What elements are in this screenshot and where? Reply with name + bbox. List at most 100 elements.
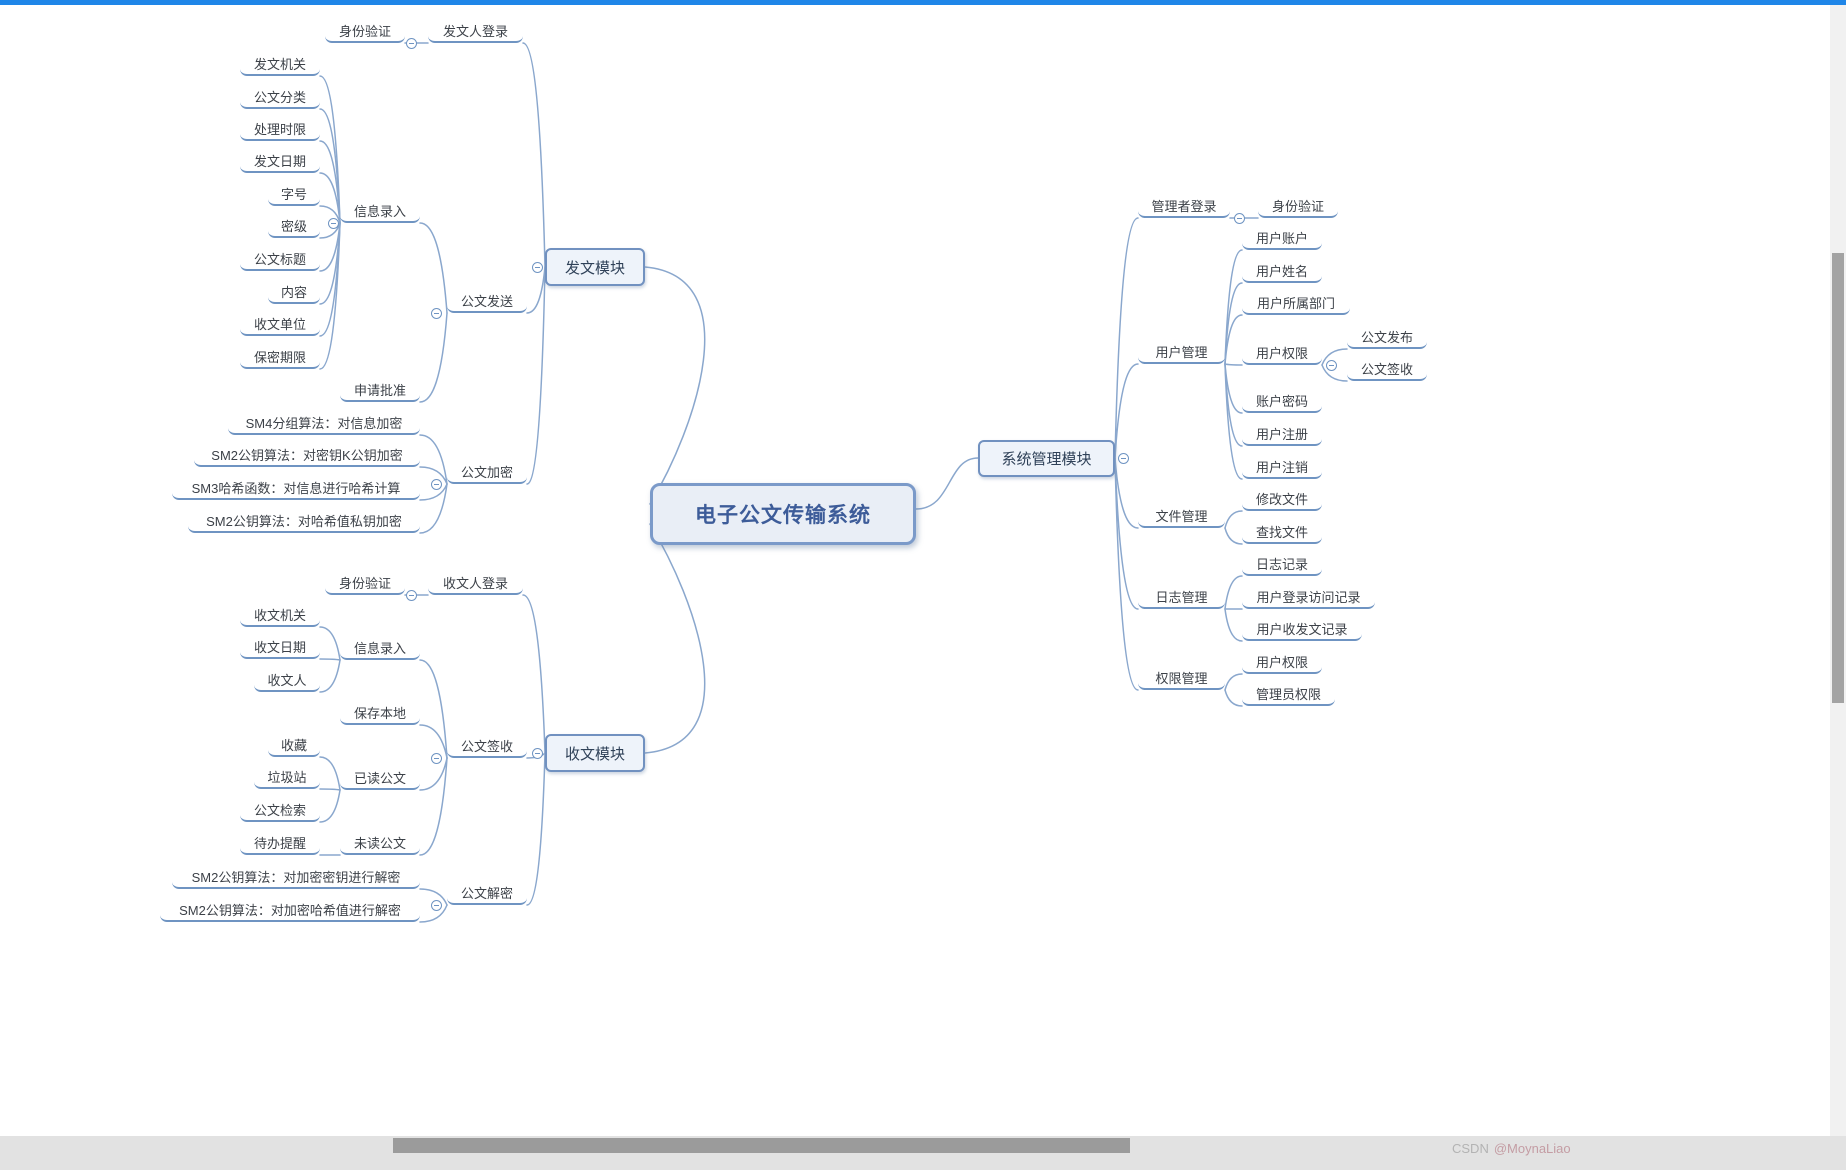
connector-sw_info-sw_person	[319, 659, 341, 693]
collapse-button-sw_dec[interactable]	[430, 899, 442, 911]
subtopic-fw_class[interactable]: 公文分类	[240, 87, 320, 109]
subtopic-fw_unit[interactable]: 收文单位	[240, 314, 320, 336]
connector-fw_send-fw_info	[419, 222, 448, 314]
subtopic-sw_dec[interactable]: 公文解密	[447, 883, 527, 905]
subtopic-sys_user[interactable]: 用户管理	[1138, 342, 1225, 364]
subtopic-l_rec[interactable]: 日志记录	[1242, 554, 1322, 576]
subtopic-sw_unread[interactable]: 未读公文	[340, 833, 420, 855]
main-topic-sys[interactable]: 系统管理模块	[978, 440, 1115, 477]
minus-icon	[433, 483, 439, 485]
subtopic-u_pwd[interactable]: 账户密码	[1242, 391, 1322, 413]
subtopic-fw_title[interactable]: 公文标题	[240, 249, 320, 271]
subtopic-u_reg[interactable]: 用户注册	[1242, 424, 1322, 446]
main-topic-sw[interactable]: 收文模块	[545, 734, 645, 772]
subtopic-sys_file[interactable]: 文件管理	[1138, 506, 1225, 528]
subtopic-sys_perm[interactable]: 权限管理	[1138, 668, 1225, 690]
subtopic-sw_trash[interactable]: 垃圾站	[254, 767, 320, 789]
subtopic-fw_content[interactable]: 内容	[268, 282, 320, 304]
subtopic-fw_size[interactable]: 字号	[268, 184, 320, 206]
subtopic-fw_limit[interactable]: 处理时限	[240, 119, 320, 141]
subtopic-u_pub[interactable]: 公文发布	[1347, 327, 1427, 349]
subtopic-sw_date[interactable]: 收文日期	[240, 637, 320, 659]
connector-sw_sign-sw_info	[419, 659, 448, 759]
subtopic-fw_org[interactable]: 发文机关	[240, 54, 320, 76]
subtopic-l_sendrecv[interactable]: 用户收发文记录	[1242, 619, 1362, 641]
main-topic-fw[interactable]: 发文模块	[545, 248, 645, 286]
vertical-scrollbar-track[interactable]	[1830, 5, 1846, 1136]
subtopic-u_perm[interactable]: 用户权限	[1242, 343, 1322, 365]
subtopic-sw_person[interactable]: 收文人	[254, 670, 320, 692]
subtopic-sw_idv[interactable]: 身份验证	[325, 573, 405, 595]
subtopic-u_sign[interactable]: 公文签收	[1347, 359, 1427, 381]
subtopic-l_login[interactable]: 用户登录访问记录	[1242, 587, 1375, 609]
subtopic-sys_log[interactable]: 日志管理	[1138, 587, 1225, 609]
collapse-button-fw_login[interactable]	[405, 37, 417, 49]
collapse-button-sw_sign[interactable]	[430, 752, 442, 764]
minus-icon	[408, 594, 414, 596]
subtopic-sw_sign[interactable]: 公文签收	[447, 736, 527, 758]
vertical-scrollbar-thumb[interactable]	[1832, 253, 1844, 703]
minus-icon	[408, 42, 414, 44]
subtopic-sw_save[interactable]: 保存本地	[340, 703, 420, 725]
subtopic-u_name[interactable]: 用户姓名	[1242, 261, 1322, 283]
collapse-button-sw[interactable]	[531, 747, 543, 759]
subtopic-u_unreg[interactable]: 用户注销	[1242, 457, 1322, 479]
collapse-button-fw_send[interactable]	[430, 307, 442, 319]
subtopic-fw_date[interactable]: 发文日期	[240, 151, 320, 173]
collapse-button-sw_login[interactable]	[405, 589, 417, 601]
collapse-button-fw_info[interactable]	[327, 217, 339, 229]
connector-sys_user-u_unreg	[1224, 363, 1243, 480]
horizontal-scrollbar-track[interactable]: CSDN@MoynaLiao	[0, 1136, 1846, 1170]
connector-sys-sys_file	[1114, 457, 1139, 529]
subtopic-enc2[interactable]: SM2公钥算法：对密钥K公钥加密	[194, 445, 420, 467]
connector-sys-sys_user	[1114, 363, 1139, 460]
watermark: CSDN@MoynaLiao	[1452, 1141, 1571, 1156]
minus-icon	[1328, 364, 1334, 366]
subtopic-p_user[interactable]: 用户权限	[1242, 652, 1322, 674]
subtopic-fw_approve[interactable]: 申请批准	[340, 380, 420, 402]
subtopic-enc3[interactable]: SM3哈希函数：对信息进行哈希计算	[172, 478, 420, 500]
subtopic-fw_idv[interactable]: 身份验证	[325, 21, 405, 43]
subtopic-dec2[interactable]: SM2公钥算法：对加密哈希值进行解密	[160, 900, 420, 922]
subtopic-sw_info[interactable]: 信息录入	[340, 638, 420, 660]
collapse-button-fw_enc[interactable]	[430, 478, 442, 490]
root-topic[interactable]: 电子公文传输系统	[650, 483, 916, 545]
subtopic-sys_login[interactable]: 管理者登录	[1138, 196, 1230, 218]
subtopic-u_acct[interactable]: 用户账户	[1242, 228, 1322, 250]
subtopic-u_dept[interactable]: 用户所属部门	[1242, 293, 1350, 315]
subtopic-sw_search[interactable]: 公文检索	[240, 800, 320, 822]
subtopic-sw_login[interactable]: 收文人登录	[428, 573, 523, 595]
subtopic-fw_period[interactable]: 保密期限	[240, 347, 320, 369]
subtopic-sw_fav[interactable]: 收藏	[268, 735, 320, 757]
connector-fw_enc-enc2	[419, 466, 448, 485]
watermark-brand: CSDN	[1452, 1141, 1489, 1156]
connector-fw_enc-enc3	[419, 483, 448, 501]
collapse-button-sys_login[interactable]	[1233, 212, 1245, 224]
collapse-button-u_perm[interactable]	[1325, 359, 1337, 371]
subtopic-sys_idv[interactable]: 身份验证	[1258, 196, 1338, 218]
subtopic-enc1[interactable]: SM4分组算法：对信息加密	[228, 413, 420, 435]
subtopic-dec1[interactable]: SM2公钥算法：对加密密钥进行解密	[172, 867, 420, 889]
subtopic-sw_todo[interactable]: 待办提醒	[240, 833, 320, 855]
connector-fw_info-fw_sec	[319, 222, 341, 239]
subtopic-sw_read[interactable]: 已读公文	[340, 768, 420, 790]
connector-sys_user-u_dept	[1224, 314, 1243, 365]
subtopic-sw_org[interactable]: 收文机关	[240, 605, 320, 627]
collapse-button-fw[interactable]	[531, 261, 543, 273]
subtopic-p_admin[interactable]: 管理员权限	[1242, 684, 1335, 706]
subtopic-fw_enc[interactable]: 公文加密	[447, 462, 527, 484]
connector-sys-sys_login	[1114, 217, 1139, 460]
top-accent-bar	[0, 0, 1846, 5]
subtopic-fw_login[interactable]: 发文人登录	[428, 21, 523, 43]
subtopic-fw_info[interactable]: 信息录入	[340, 201, 420, 223]
subtopic-fw_send[interactable]: 公文发送	[447, 291, 527, 313]
collapse-button-sys[interactable]	[1117, 452, 1129, 464]
subtopic-enc4[interactable]: SM2公钥算法：对哈希值私钥加密	[188, 511, 420, 533]
subtopic-f_mod[interactable]: 修改文件	[1242, 489, 1322, 511]
subtopic-f_find[interactable]: 查找文件	[1242, 522, 1322, 544]
subtopic-fw_sec[interactable]: 密级	[268, 216, 320, 238]
connector-fw_info-fw_period	[319, 222, 341, 370]
horizontal-scrollbar-thumb[interactable]	[393, 1138, 1130, 1153]
connector-fw-fw_login	[522, 42, 546, 268]
